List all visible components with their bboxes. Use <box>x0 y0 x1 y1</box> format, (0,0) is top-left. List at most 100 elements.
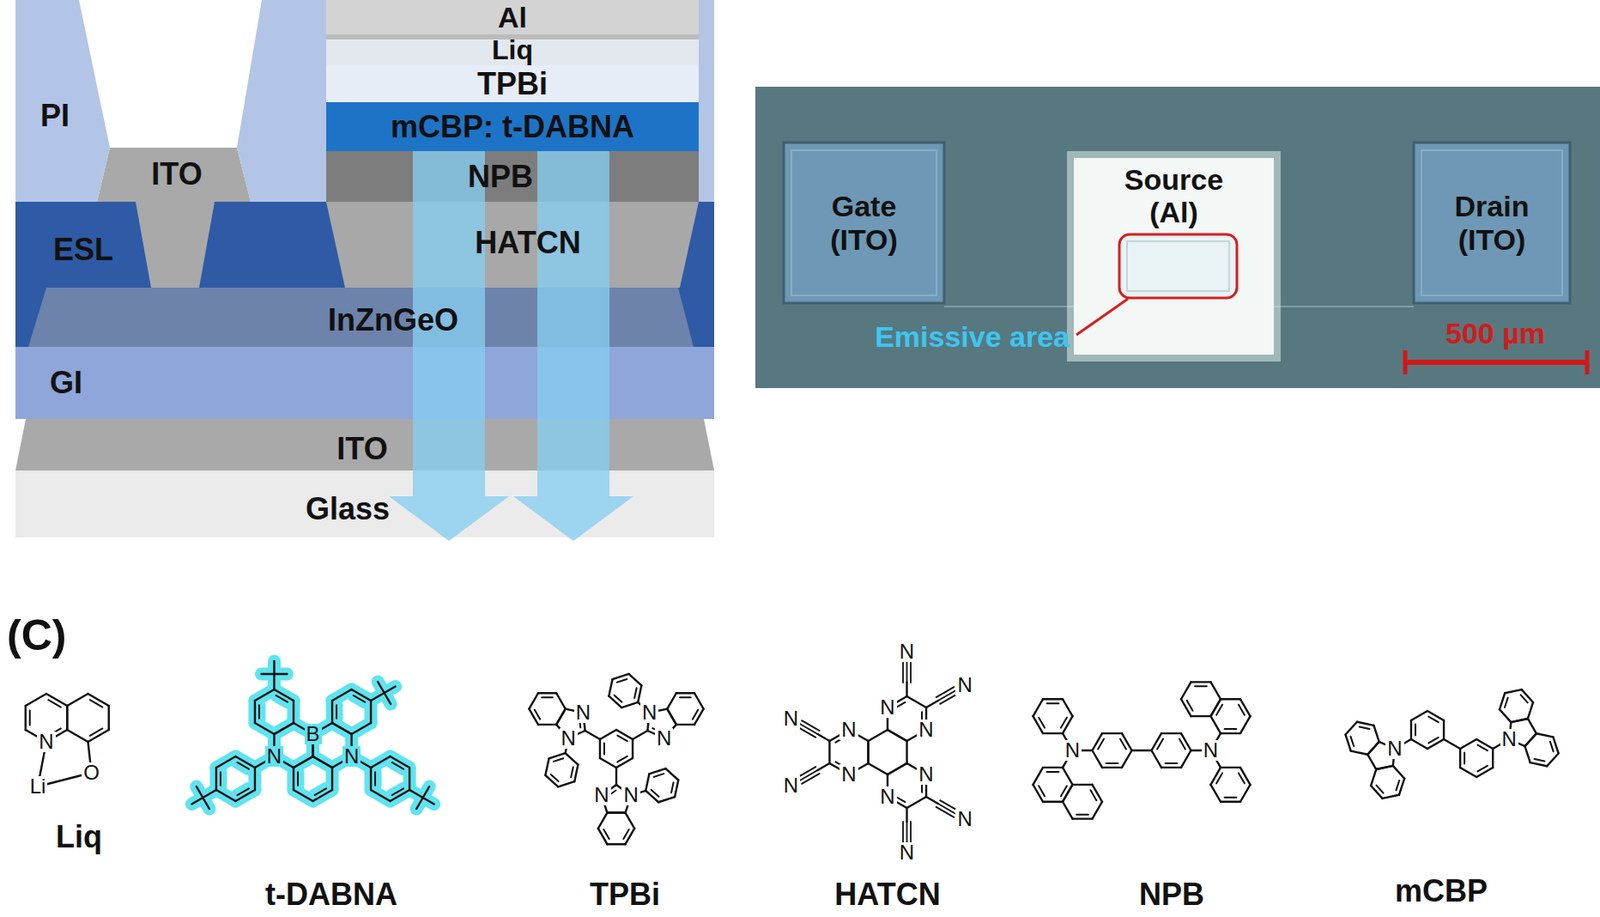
bond-line <box>556 692 566 709</box>
bond-line <box>1367 741 1379 755</box>
pad-label: Gate (ITO) <box>800 189 929 255</box>
bond-line <box>1220 732 1241 734</box>
bond-line <box>887 763 908 775</box>
bond-line <box>313 756 334 768</box>
bond-line <box>905 807 908 822</box>
bond-line <box>29 710 31 726</box>
electrode-pad: Source (Al) <box>1073 157 1274 234</box>
bond-line <box>390 789 411 801</box>
bond-line <box>818 763 831 770</box>
bond-line <box>615 767 618 785</box>
bond-line <box>666 709 677 725</box>
bond-line <box>798 727 817 738</box>
bond-line <box>1211 784 1222 802</box>
bond-line <box>801 773 820 784</box>
bond-line <box>1062 715 1073 734</box>
bond-line <box>1042 766 1063 769</box>
bond-line <box>1191 715 1212 717</box>
bond-line <box>887 763 908 775</box>
bond-line <box>1060 717 1067 728</box>
bond-line <box>202 797 210 809</box>
highlight-glow <box>384 692 392 704</box>
source-pad <box>1073 157 1274 355</box>
bond-line <box>556 709 566 725</box>
atom-label: N <box>781 775 800 796</box>
bond-line <box>1033 767 1044 785</box>
bond-line <box>1121 733 1133 751</box>
bond-line <box>235 789 255 801</box>
bond-line <box>423 786 431 798</box>
scale-bar <box>1405 359 1588 365</box>
bond-line <box>625 812 636 829</box>
bond-line <box>671 781 673 793</box>
bond-line <box>90 727 104 735</box>
bond-line <box>1151 750 1163 768</box>
bond-line <box>1181 681 1192 699</box>
bond-line <box>1038 785 1045 796</box>
atom-label: N <box>1500 728 1519 750</box>
bond-line <box>606 811 625 813</box>
bond-line <box>332 722 352 734</box>
bond-line <box>1042 732 1063 734</box>
bond-line <box>1427 739 1444 749</box>
bond-line <box>1224 727 1237 730</box>
eml-layer <box>326 102 699 152</box>
bond-line <box>215 767 218 790</box>
bond-line <box>616 757 633 768</box>
molecule-name: t-DABNA <box>265 878 398 910</box>
bond-line <box>1476 739 1493 749</box>
bond-line <box>608 696 622 708</box>
bond-line <box>254 722 275 734</box>
bond-line <box>651 789 660 797</box>
bond-line <box>1157 739 1164 750</box>
bond-line <box>66 705 68 730</box>
layer-band: InZnGeO <box>257 296 529 345</box>
bond-line <box>1525 733 1537 746</box>
bond-line <box>315 787 328 795</box>
bond-line <box>1442 720 1445 740</box>
bond-line <box>1476 767 1493 777</box>
bond-line <box>1062 698 1073 716</box>
layer-band: TPBi <box>326 65 699 103</box>
bond-line <box>1121 750 1133 768</box>
bond-line <box>574 764 578 782</box>
bond-line <box>600 757 617 768</box>
bond-line <box>202 789 217 798</box>
bond-line <box>219 771 222 786</box>
bond-line <box>565 752 579 764</box>
bond-line <box>1047 702 1060 704</box>
bond-line <box>293 756 314 768</box>
bond-line <box>1062 767 1073 785</box>
bond-line <box>1351 751 1369 755</box>
atom-label: N <box>654 727 673 749</box>
bond-line <box>1220 766 1241 769</box>
bond-line <box>1393 765 1405 779</box>
bond-line <box>1097 739 1104 750</box>
bond-line <box>906 661 909 683</box>
bond-line <box>1525 745 1531 763</box>
layer-label: ITO <box>336 433 388 465</box>
bond-line <box>1062 801 1073 819</box>
bond-line <box>423 797 435 805</box>
bond-line <box>538 723 557 726</box>
bond-line <box>1161 766 1182 769</box>
bond-line <box>191 797 203 805</box>
bond-line <box>331 767 334 790</box>
bond-line <box>606 811 625 813</box>
bond-line <box>538 691 557 694</box>
layer-label: ITO <box>151 158 202 190</box>
callout-label: Emissive area <box>874 321 1070 352</box>
emission-arrow <box>388 151 510 541</box>
bond-line <box>1504 689 1522 693</box>
atom-label: N <box>839 763 858 785</box>
molecule-name: mCBP <box>1394 875 1488 907</box>
bond-line <box>1367 741 1379 755</box>
bond-line <box>621 702 638 708</box>
pi-bank <box>698 0 715 202</box>
bond-line <box>1491 748 1494 768</box>
atom-label: N <box>897 641 916 662</box>
atom-label: N <box>265 745 284 767</box>
bond-line <box>1367 754 1376 770</box>
bond-line <box>1370 785 1382 799</box>
atom-label: N <box>592 784 611 806</box>
